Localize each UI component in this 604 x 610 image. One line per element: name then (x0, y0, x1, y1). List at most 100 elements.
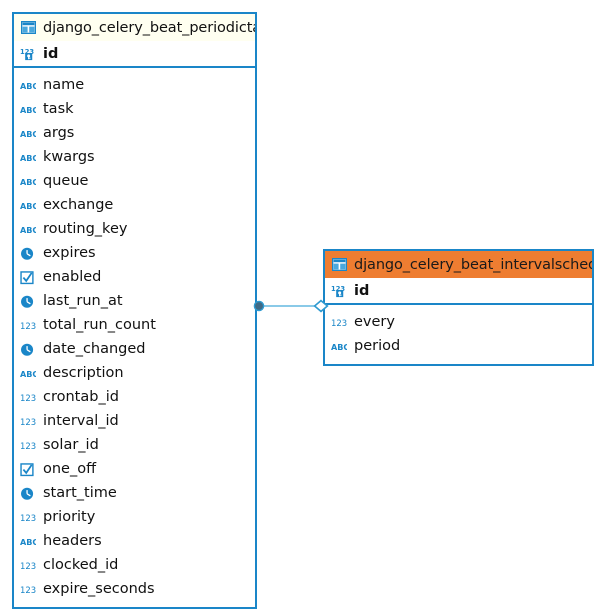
number-123-icon: 123 (20, 413, 36, 429)
column-label-start_time: start_time (43, 485, 117, 501)
column-label-every: every (354, 314, 395, 330)
column-label-queue: queue (43, 173, 89, 189)
column-label-task: task (43, 101, 74, 117)
svg-text:ABC: ABC (20, 104, 36, 114)
column-label-solar_id: solar_id (43, 437, 99, 453)
column-label-crontab_id: crontab_id (43, 389, 119, 405)
text-abc-icon: ABC (20, 197, 36, 213)
entity-table-intervalschedule[interactable]: django_celery_beat_intervalschedule 123 … (323, 249, 594, 366)
svg-text:123: 123 (20, 560, 36, 570)
primary-key-number-icon: 123 (331, 283, 347, 299)
svg-text:ABC: ABC (20, 224, 36, 234)
table-icon (20, 20, 36, 36)
column-list-intervalschedule: 123 everyABC period (325, 305, 592, 364)
column-label-expire_seconds: expire_seconds (43, 581, 155, 597)
column-row-enabled[interactable]: enabled (14, 265, 255, 289)
number-123-icon: 123 (20, 317, 36, 333)
entity-title-intervalschedule: django_celery_beat_intervalschedule (354, 256, 592, 273)
column-label-routing_key: routing_key (43, 221, 128, 237)
svg-text:ABC: ABC (20, 152, 36, 162)
column-label-id-periodictask: id (43, 45, 59, 62)
column-row-clocked_id[interactable]: 123 clocked_id (14, 553, 255, 577)
column-row-routing_key[interactable]: ABC routing_key (14, 217, 255, 241)
relationship-connector-interval[interactable] (252, 296, 332, 316)
column-row-total_run_count[interactable]: 123 total_run_count (14, 313, 255, 337)
column-row-expires[interactable]: expires (14, 241, 255, 265)
column-label-interval_id: interval_id (43, 413, 119, 429)
datetime-clock-icon (20, 245, 36, 261)
datetime-clock-icon (20, 293, 36, 309)
column-row-period[interactable]: ABC period (325, 334, 592, 358)
column-label-kwargs: kwargs (43, 149, 95, 165)
column-row-date_changed[interactable]: date_changed (14, 337, 255, 361)
entity-table-periodictask[interactable]: django_celery_beat_periodictask 123 id A… (12, 12, 257, 609)
column-label-one_off: one_off (43, 461, 97, 477)
number-123-icon: 123 (20, 389, 36, 405)
svg-text:ABC: ABC (20, 200, 36, 210)
boolean-checkbox-icon (20, 461, 36, 477)
svg-text:123: 123 (20, 416, 36, 426)
column-row-task[interactable]: ABC task (14, 97, 255, 121)
primary-key-number-icon: 123 (20, 46, 36, 62)
column-label-description: description (43, 365, 124, 381)
column-row-interval_id[interactable]: 123 interval_id (14, 409, 255, 433)
column-row-headers[interactable]: ABC headers (14, 529, 255, 553)
svg-text:123: 123 (20, 584, 36, 594)
svg-text:ABC: ABC (20, 536, 36, 546)
column-row-exchange[interactable]: ABC exchange (14, 193, 255, 217)
column-row-one_off[interactable]: one_off (14, 457, 255, 481)
column-label-exchange: exchange (43, 197, 114, 213)
datetime-clock-icon (20, 485, 36, 501)
datetime-clock-icon (20, 341, 36, 357)
column-label-priority: priority (43, 509, 96, 525)
column-label-period: period (354, 338, 401, 354)
column-row-args[interactable]: ABC args (14, 121, 255, 145)
text-abc-icon: ABC (20, 101, 36, 117)
entity-title-periodictask: django_celery_beat_periodictask (43, 19, 255, 36)
column-row-queue[interactable]: ABC queue (14, 169, 255, 193)
number-123-icon: 123 (20, 557, 36, 573)
column-label-args: args (43, 125, 75, 141)
column-row-every[interactable]: 123 every (325, 310, 592, 334)
svg-text:123: 123 (20, 48, 34, 56)
table-icon (331, 257, 347, 273)
column-label-clocked_id: clocked_id (43, 557, 119, 573)
number-123-icon: 123 (20, 581, 36, 597)
column-label-expires: expires (43, 245, 96, 261)
svg-text:ABC: ABC (20, 368, 36, 378)
column-row-start_time[interactable]: start_time (14, 481, 255, 505)
column-list-periodictask: ABCnameABCtaskABCargsABCkwargsABCqueueAB… (14, 68, 255, 607)
boolean-checkbox-icon (20, 269, 36, 285)
text-abc-icon: ABC (331, 338, 347, 354)
column-label-enabled: enabled (43, 269, 102, 285)
column-row-kwargs[interactable]: ABC kwargs (14, 145, 255, 169)
column-row-crontab_id[interactable]: 123 crontab_id (14, 385, 255, 409)
svg-text:ABC: ABC (20, 128, 36, 138)
entity-header-periodictask[interactable]: django_celery_beat_periodictask (14, 14, 255, 41)
column-row-description[interactable]: ABC description (14, 361, 255, 385)
svg-text:ABC: ABC (331, 341, 347, 351)
column-label-last_run_at: last_run_at (43, 293, 123, 309)
column-label-id-intervalschedule: id (354, 282, 370, 299)
svg-text:123: 123 (20, 392, 36, 402)
column-row-last_run_at[interactable]: last_run_at (14, 289, 255, 313)
text-abc-icon: ABC (20, 149, 36, 165)
text-abc-icon: ABC (20, 77, 36, 93)
svg-text:123: 123 (331, 285, 345, 293)
column-row-priority[interactable]: 123 priority (14, 505, 255, 529)
column-label-headers: headers (43, 533, 102, 549)
svg-text:123: 123 (331, 317, 347, 327)
text-abc-icon: ABC (20, 173, 36, 189)
column-row-name[interactable]: ABCname (14, 73, 255, 97)
column-label-total_run_count: total_run_count (43, 317, 156, 333)
column-row-id-intervalschedule[interactable]: 123 id (325, 278, 592, 305)
svg-text:123: 123 (20, 512, 36, 522)
column-row-id-periodictask[interactable]: 123 id (14, 41, 255, 68)
text-abc-icon: ABC (20, 533, 36, 549)
svg-text:ABC: ABC (20, 176, 36, 186)
number-123-icon: 123 (20, 509, 36, 525)
svg-text:123: 123 (20, 320, 36, 330)
entity-header-intervalschedule[interactable]: django_celery_beat_intervalschedule (325, 251, 592, 278)
column-row-expire_seconds[interactable]: 123 expire_seconds (14, 577, 255, 601)
